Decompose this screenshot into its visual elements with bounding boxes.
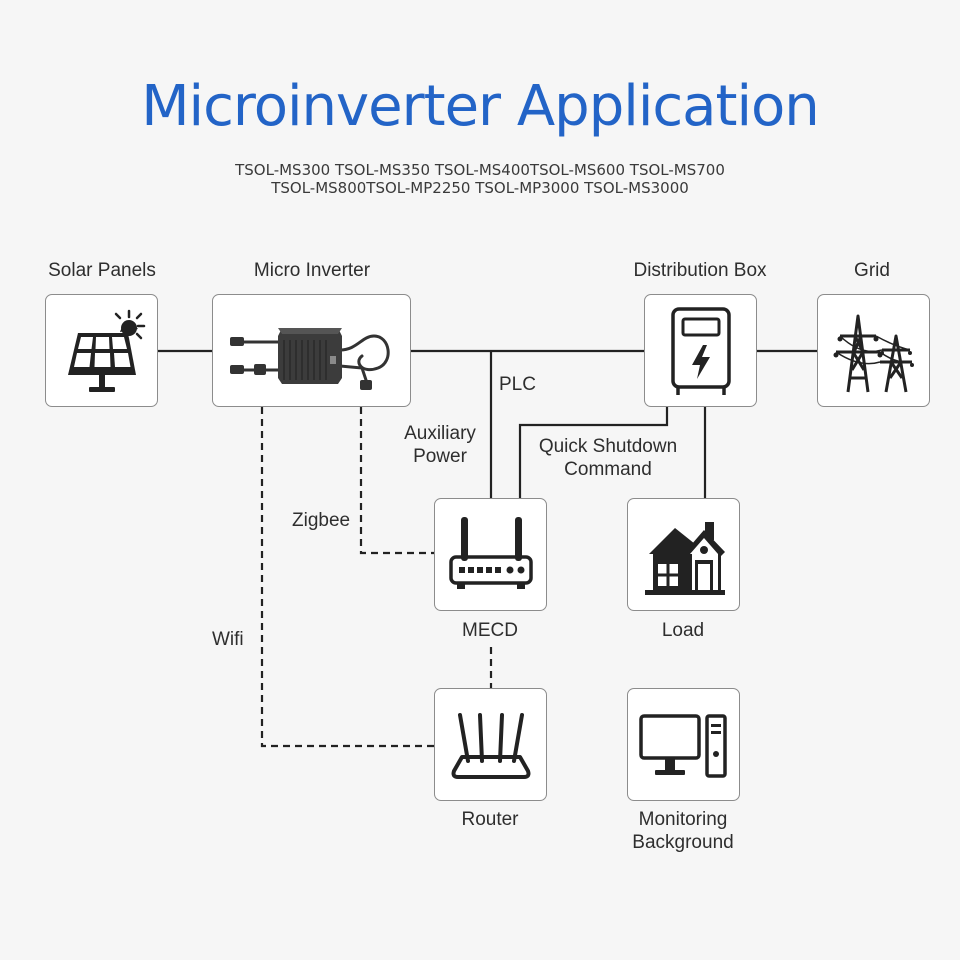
wifi-line: [260, 407, 434, 748]
router-label: Router: [461, 809, 519, 830]
distribution-box-node: [644, 294, 757, 407]
auxiliary-label-line-2: Power: [413, 446, 467, 467]
house-icon: [644, 521, 725, 595]
zigbee-line: [359, 407, 434, 555]
solar-panels-node: [45, 294, 158, 407]
micro-inverter-node: [212, 294, 411, 407]
monitoring-label-line-2: Background: [632, 832, 734, 853]
plc-label: PLC: [499, 374, 536, 395]
solar-panels-label: Solar Panels: [48, 260, 156, 281]
auxiliary-power-label: Auxiliary Power: [398, 422, 482, 468]
zigbee-label: Zigbee: [292, 510, 351, 531]
quick-shutdown-label-line-2: Command: [564, 459, 652, 480]
page-title: Microinverter Application: [141, 74, 820, 139]
distribution-box-label: Distribution Box: [633, 260, 767, 281]
wifi-label: Wifi: [212, 629, 244, 650]
load-label: Load: [661, 620, 705, 641]
power-tower-icon: [833, 314, 914, 392]
quick-shutdown-label: Quick Shutdown Command: [530, 435, 686, 481]
mecd-node: [434, 498, 547, 611]
distribution-box-icon: [670, 306, 731, 395]
monitoring-background-label: Monitoring Background: [632, 808, 733, 854]
wifi-router-icon: [451, 712, 530, 779]
router-node: [434, 688, 547, 801]
mecd-label: MECD: [462, 620, 518, 641]
micro-inverter-icon: [229, 327, 389, 390]
quick-shutdown-line: [518, 407, 669, 498]
solar-panel-icon: [67, 309, 145, 392]
monitoring-label-line-1: Monitoring: [638, 809, 728, 830]
mecd-router-icon: [448, 516, 533, 589]
model-list-line-2: TSOL-MS800TSOL-MP2250 TSOL-MP3000 TSOL-M…: [271, 179, 689, 197]
micro-inverter-label: Micro Inverter: [253, 260, 371, 281]
grid-node: [817, 294, 930, 407]
quick-shutdown-label-line-1: Quick Shutdown: [538, 436, 678, 457]
monitoring-background-node: [627, 688, 740, 801]
computer-icon: [638, 713, 727, 778]
load-node: [627, 498, 740, 611]
grid-label: Grid: [854, 260, 890, 281]
model-list-line-1: TSOL-MS300 TSOL-MS350 TSOL-MS400TSOL-MS6…: [235, 161, 725, 179]
auxiliary-label-line-1: Auxiliary: [404, 423, 476, 444]
